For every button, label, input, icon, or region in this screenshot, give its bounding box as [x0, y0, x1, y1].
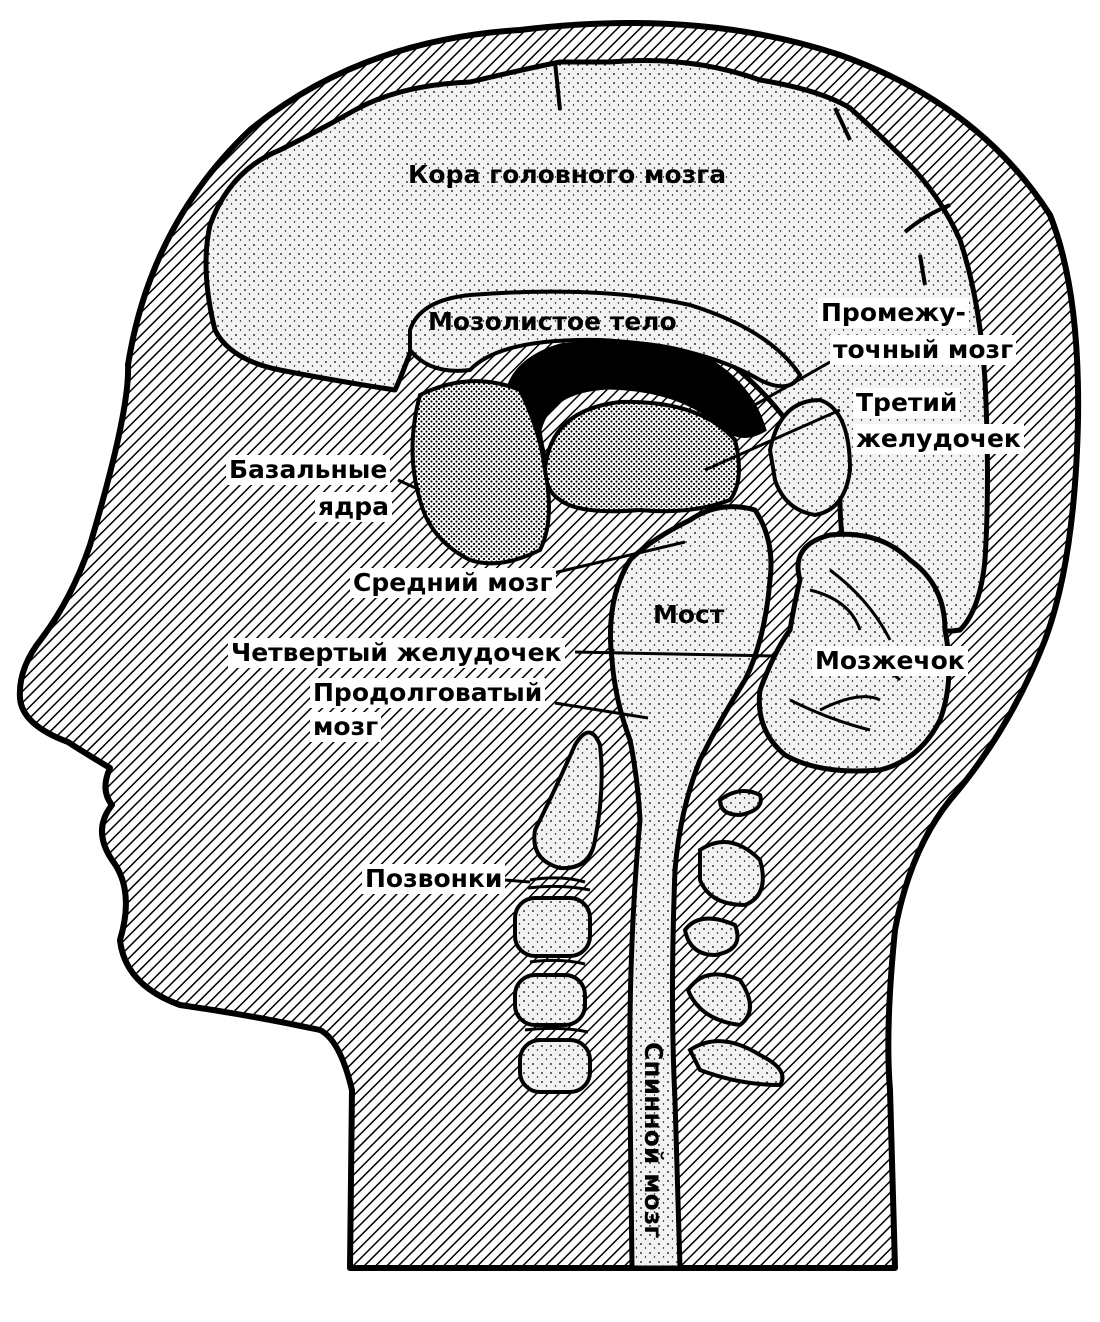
brainstem-shape — [608, 504, 774, 1271]
label-diencephalon-line1: Промежу- — [818, 298, 969, 328]
label-pons: Мост — [653, 600, 725, 629]
label-basal-ganglia-line2: ядра — [315, 492, 393, 522]
label-corpus-callosum: Мозолистое тело — [428, 307, 677, 336]
label-midbrain: Средний мозг — [350, 568, 556, 598]
label-spinal-cord: Спинной мозг — [639, 1042, 668, 1239]
label-third-ventricle-line1: Третий — [853, 388, 961, 418]
label-basal-ganglia-line1: Базальные — [226, 455, 391, 485]
vertebra-1 — [532, 730, 604, 871]
label-medulla-line2: мозг — [310, 712, 382, 742]
label-fourth-ventricle: Четвертый желудочек — [228, 638, 565, 668]
leader-lines — [397, 360, 841, 884]
label-third-ventricle-line2: желудочек — [853, 424, 1024, 454]
label-cerebellum: Мозжечок — [812, 646, 968, 676]
label-diencephalon-line2: точный мозг — [830, 335, 1017, 365]
third-ventricle-shape — [767, 397, 853, 518]
basal-ganglia-shape — [410, 379, 551, 566]
label-cortex: Кора головного мозга — [408, 160, 727, 189]
label-vertebrae: Позвонки — [362, 864, 506, 894]
thalamus-shape — [542, 399, 741, 514]
label-medulla-line1: Продолговатый — [310, 678, 546, 708]
